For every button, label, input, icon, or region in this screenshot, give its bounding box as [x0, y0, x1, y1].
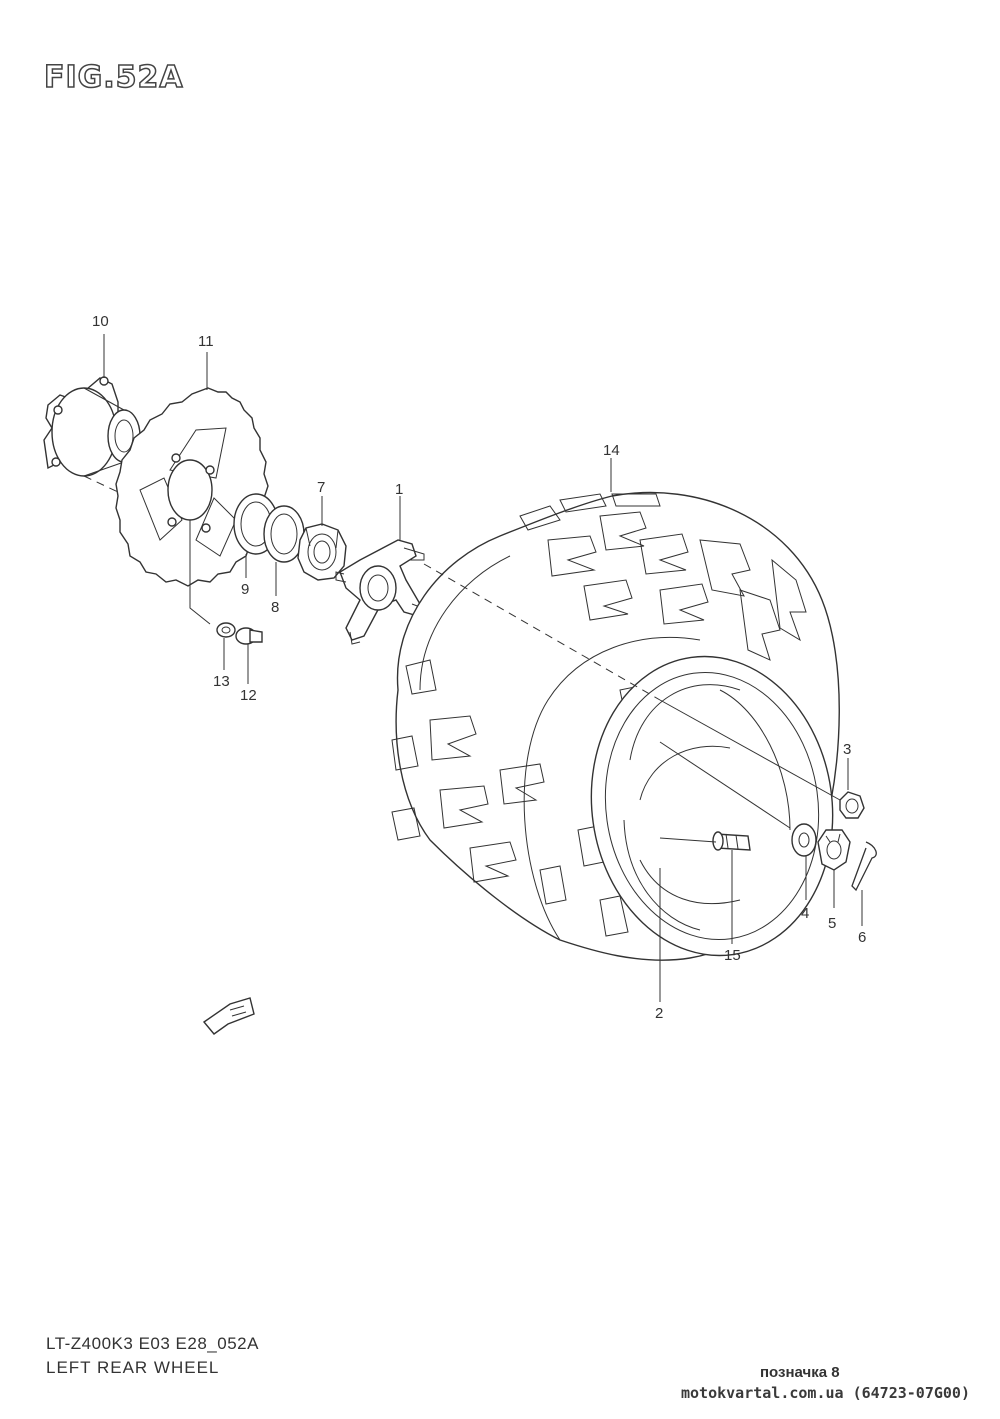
part-5-castle-nut[interactable]	[817, 829, 851, 871]
callout-1: 1	[395, 481, 403, 498]
callout-4: 4	[801, 905, 809, 922]
part-12-bolt[interactable]	[235, 627, 263, 645]
model-code: LT-Z400K3 E03 E28_052A	[46, 1334, 259, 1353]
part-15-valve[interactable]	[712, 831, 751, 851]
part-13-washer[interactable]	[216, 622, 236, 638]
figure-title: FIG.52A	[43, 59, 184, 96]
part-11-sprocket[interactable]	[115, 387, 269, 587]
callout-2: 2	[655, 1005, 663, 1022]
callout-15: 15	[724, 947, 741, 964]
part-4-washer[interactable]	[791, 823, 817, 857]
callout-14: 14	[603, 442, 620, 459]
callout-7: 7	[317, 479, 325, 496]
part-3-cap-nut[interactable]	[839, 791, 865, 819]
callout-9: 9	[241, 581, 249, 598]
diagram-caption: LEFT REAR WHEEL	[46, 1358, 220, 1377]
callout-labels: 10 11 1 7 14 9 8 13 12 3 4 5 6 15 2	[92, 313, 866, 1022]
part-2-rim[interactable]	[572, 641, 851, 971]
callout-12: 12	[240, 687, 257, 704]
part-7-lock-nut[interactable]	[297, 523, 347, 581]
leader-lines	[103, 334, 863, 1002]
callout-11: 11	[198, 333, 214, 350]
callout-3: 3	[843, 741, 851, 758]
callout-6: 6	[858, 929, 866, 946]
direction-arrow-icon	[202, 997, 255, 1035]
site-credit: motokvartal.com.ua (64723-07G00)	[681, 1384, 970, 1402]
part-1-wheel-hub[interactable]	[335, 539, 429, 645]
assembly-axis-lines	[83, 475, 841, 843]
callout-10: 10	[92, 313, 109, 330]
callout-8: 8	[271, 599, 279, 616]
callout-13: 13	[213, 673, 230, 690]
callout-5: 5	[828, 915, 836, 932]
part-6-cotter-pin[interactable]	[851, 841, 877, 892]
badge-label: позначка 8	[760, 1364, 840, 1381]
